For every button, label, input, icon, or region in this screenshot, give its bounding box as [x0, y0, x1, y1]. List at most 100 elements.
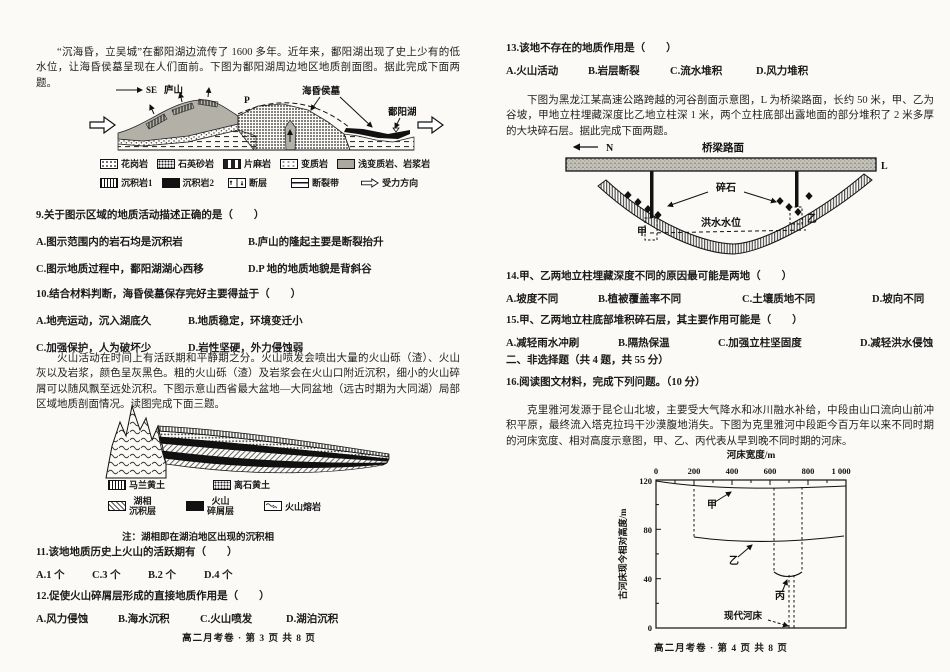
jia-annotation: 甲 — [707, 499, 717, 511]
y-tick: 40 — [644, 574, 653, 584]
option: A.减轻雨水冲刷 — [506, 338, 580, 349]
option: C.火山喷发 — [200, 614, 253, 625]
yi-label: 乙 — [807, 213, 817, 225]
x-tick: 600 — [764, 466, 777, 476]
basin-legend: 马兰黄土 离石黄土 湖相沉积层 火山碎屑层 火山熔岩 — [108, 478, 408, 516]
question-13-stem: 13.该地不存在的地质作用是（ ） — [506, 43, 677, 54]
x-tick: 400 — [726, 466, 739, 476]
option: D.减轻洪水侵蚀 — [860, 338, 934, 349]
legend-label: 湖相 — [133, 496, 152, 506]
x-tick: 200 — [688, 466, 701, 476]
option: D.坡向不同 — [872, 294, 925, 305]
rubble-diamonds — [624, 191, 813, 219]
modern-riverbed-annotation: 现代河床 — [724, 610, 763, 622]
option: D.岩性坚硬，外力侵蚀弱 — [188, 343, 304, 354]
option: A.风力侵蚀 — [36, 614, 89, 625]
lacustrine-swatch — [108, 501, 126, 511]
dashed-guides — [693, 487, 803, 628]
l-label: L — [881, 161, 888, 172]
question-14-15-block: 14.甲、乙两地立柱埋藏深度不同的原因最可能是两地（ ） A.坡度不同 B.植被覆… — [506, 266, 933, 354]
bridge-valley-diagram: N 桥梁路面 L 甲 乙 碎石 洪水水位 — [565, 141, 888, 255]
option: C.图示地质过程中，鄱阳湖湖心西移 — [36, 264, 204, 275]
pillar-yi-buried — [789, 206, 803, 225]
lushan-label: 庐山 — [164, 84, 183, 96]
bridge-deck — [565, 157, 877, 172]
basin-layers — [157, 425, 390, 474]
bing-arrow — [781, 579, 788, 593]
yi-arrow — [737, 544, 753, 558]
option: C.加强保护，人为破坏少 — [36, 343, 152, 354]
water-level-triangle — [392, 127, 400, 133]
bridge-deck-label: 桥梁路面 — [702, 141, 744, 154]
option: B.岩层断裂 — [588, 66, 640, 77]
force-direction-swatch — [361, 177, 380, 188]
lishi-loess-swatch — [213, 479, 232, 490]
page-3-column: “沉海昏，立吴城”在鄱阳湖边流传了 1600 多年。近年来，鄱阳湖出现了史上少有… — [36, 0, 462, 672]
question-10-stem: 10.结合材料判断，海昏侯墓保存完好主要得益于（ ） — [36, 289, 302, 300]
option: D.P 地的地质地貌是背斜谷 — [248, 264, 372, 275]
north-label: N — [606, 143, 614, 154]
x-tick: 800 — [802, 466, 815, 476]
basin-diagram-note: 注：湖相即在湖泊地区出现的沉积相 — [122, 532, 275, 543]
flood-level-line — [649, 229, 807, 234]
legend-label: 变质岩 — [301, 159, 329, 169]
question-12-stem: 12.促使火山碎屑层形成的直接地质作用是（ ） — [36, 591, 270, 602]
option: B.地质稳定，环境变迁小 — [188, 316, 303, 327]
option: A.1 个 — [36, 570, 65, 581]
legend-label: 沉积岩2 — [182, 178, 215, 188]
legend-label: 马兰黄土 — [129, 480, 166, 490]
uplift-arrows — [149, 87, 212, 115]
intro-keriya-paragraph: 克里雅河发源于昆仑山北坡，主要受大气降水和冰川融水补给，中段由山口流向山前冲积平… — [506, 404, 934, 447]
option: B.2 个 — [148, 570, 177, 581]
x-axis-ticks — [674, 480, 828, 485]
legend-label: 断裂带 — [312, 178, 340, 188]
rubble-label: 碎石 — [716, 181, 736, 194]
pillar-jia-buried — [644, 217, 658, 241]
cross-section-legend: 花岗岩 石英砂岩 片麻岩 变质岩 浅变质岩、岩浆岩 沉积岩1 沉积岩2 断层 断… — [100, 157, 460, 189]
legend-label: 离石黄土 — [234, 480, 271, 490]
lava-swatch — [264, 501, 283, 511]
sedimentary-caps — [145, 98, 219, 130]
legend-label: 受力方向 — [382, 178, 419, 188]
question-16-stem: 16.阅读图文材料，完成下列问题。（10 分） — [506, 377, 706, 388]
rubble-arrow-right — [743, 191, 777, 204]
flood-level-label: 洪水水位 — [701, 216, 741, 229]
page-3-footer: 高二月考卷 · 第 3 页 共 8 页 — [182, 634, 316, 644]
light-metamorphic-swatch — [337, 158, 356, 169]
granite-swatch — [100, 158, 118, 169]
option: B.植被覆盖率不同 — [598, 294, 682, 305]
tomb-label: 海昏侯墓 — [302, 85, 341, 97]
section-2-header: 二、非选择题（共 4 题，共 55 分） — [506, 355, 669, 366]
yi-annotation: 乙 — [729, 555, 739, 567]
intro-bridge-paragraph: 下图为黑龙江某高速公路跨越的河谷剖面示意图，L 为桥梁路面，长约 50 米，甲、… — [506, 94, 934, 137]
question-14-stem: 14.甲、乙两地立柱埋藏深度不同的原因最可能是两地（ ） — [506, 271, 793, 282]
gneiss-swatch — [223, 158, 242, 169]
fault-swatch — [228, 177, 247, 188]
pillar-yi — [795, 171, 799, 207]
option: D.湖泊沉积 — [286, 614, 339, 625]
legend-label: 片麻岩 — [244, 159, 272, 169]
option: D.风力堆积 — [756, 66, 809, 77]
lushan-body — [117, 99, 239, 142]
page-4-footer: 高二月考卷 · 第 4 页 共 8 页 — [654, 644, 788, 654]
option: A.坡度不同 — [506, 294, 559, 305]
rubble-arrow-left — [667, 191, 709, 208]
legend-label: 花岗岩 — [121, 159, 149, 169]
option: B.庐山的隆起主要是断裂抬升 — [248, 237, 384, 248]
jia-label: 甲 — [637, 226, 647, 238]
bing-annotation: 丙 — [775, 590, 785, 602]
legend-label: 断层 — [249, 178, 268, 188]
lake-surface — [375, 133, 409, 138]
pillar-jia — [650, 171, 654, 218]
option: C.加强立柱坚固度 — [718, 338, 802, 349]
y-tick: 80 — [644, 525, 653, 535]
tomb-arrow-1 — [310, 96, 321, 111]
chart-title: 河床宽度/m — [727, 449, 776, 461]
se-label: SE — [146, 85, 157, 95]
series-yi-curve — [693, 535, 845, 542]
option: A.火山活动 — [506, 66, 559, 77]
option: A.图示范围内的岩石均是沉积岩 — [36, 237, 183, 248]
option: D.4 个 — [204, 570, 233, 581]
option: B.隔热保温 — [618, 338, 670, 349]
